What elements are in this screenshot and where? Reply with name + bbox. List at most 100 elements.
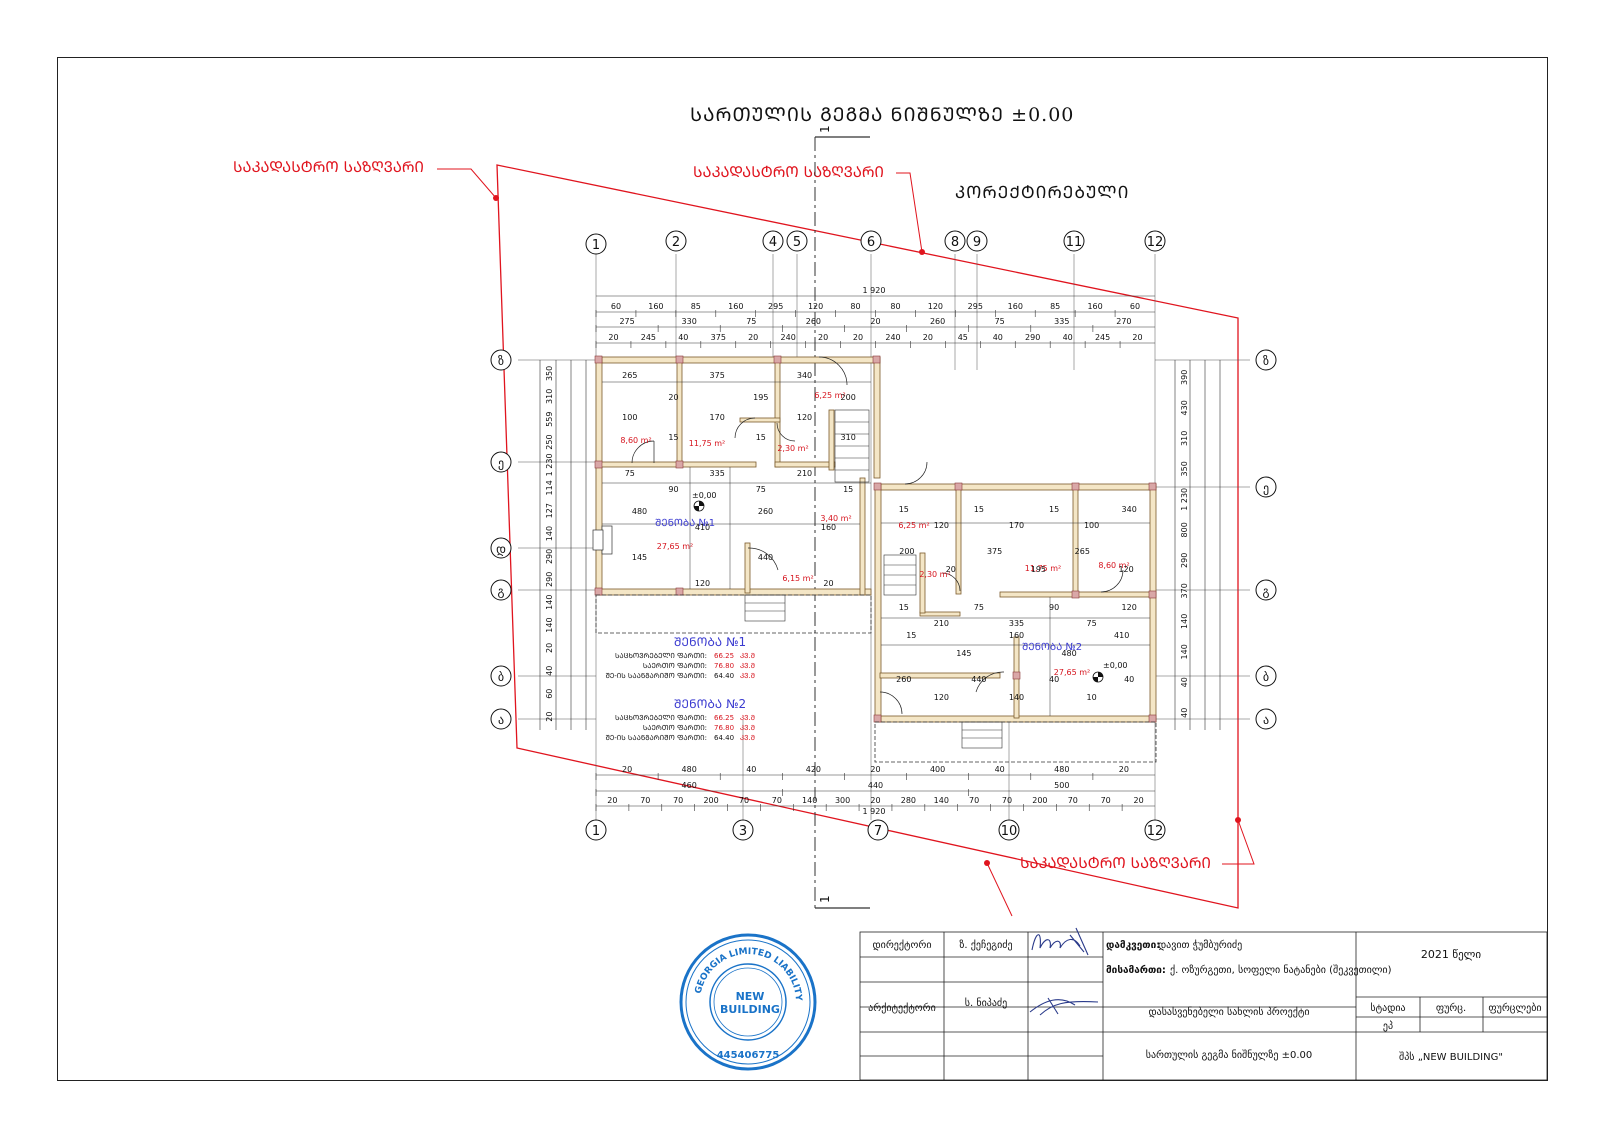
dim-overall: 1 920 [863, 807, 886, 816]
legend-value: 64.40 [714, 734, 734, 742]
fireplace [592, 529, 604, 551]
grid-label-left: ზ [498, 354, 504, 368]
dimension-value: 140 [545, 526, 554, 541]
dimension-value: 114 [545, 480, 554, 495]
dimension-value: 480 [1054, 765, 1069, 774]
dimension-value: 20 [545, 712, 554, 722]
dimension-value: 40 [1180, 708, 1189, 718]
interior-dimension: 210 [797, 469, 812, 478]
legend-label: ᲨᲔ-ᲘᲡ ᲡᲐᲐᲜᲒᲐᲠᲘᲨᲝ ᲤᲐᲠᲗᲘ: [605, 734, 707, 742]
dimension-value: 20 [923, 333, 933, 342]
dimension-value: 310 [545, 389, 554, 404]
dimension-value: 245 [1095, 333, 1110, 342]
legend-value: 76.80 [714, 662, 734, 670]
year: 2021 წელი [1421, 948, 1481, 961]
dimension-value: 40 [1063, 333, 1073, 342]
dimension-value: 120 [928, 302, 943, 311]
dimension-value: 60 [611, 302, 621, 311]
grid-label-right: გ [1263, 584, 1270, 598]
grid-label-top: 4 [769, 235, 777, 250]
drawing-subtitle: ᲙᲝᲠᲔᲥᲢᲘᲠᲔᲑᲣᲚᲘ [955, 183, 1129, 203]
interior-dimension: 120 [1122, 603, 1137, 612]
interior-dimension: 20 [946, 565, 956, 574]
interior-dimension: 120 [695, 579, 710, 588]
drawing-title: ᲡᲐᲠᲗᲣᲚᲘᲡ ᲒᲔᲒᲛᲐ ᲜᲘᲨᲜᲣᲚᲖᲔ ±0.00 [690, 104, 1074, 126]
interior-dim-lines [602, 381, 1150, 716]
dimension-value: 20 [622, 765, 632, 774]
grid-label-top: 2 [672, 235, 680, 250]
director-name: ზ. ქეჩეგიძე [959, 939, 1012, 951]
address-label: მისამართი: [1106, 964, 1166, 976]
dimension-value: 70 [1002, 796, 1012, 805]
address-value: ქ. ოზურგეთი, სოფელი ნატანები (შეკვეთილი) [1170, 964, 1392, 976]
interior-dimension: 210 [934, 619, 949, 628]
dimension-value: 240 [885, 333, 900, 342]
dimension-value: 310 [1180, 431, 1189, 446]
level-value: ±0,00 [1103, 661, 1128, 670]
title-block [859, 931, 1548, 1081]
section-mark: 1 [818, 895, 832, 903]
grid-bubbles-right [1255, 349, 1277, 730]
stage-label: სტადია [1370, 1002, 1405, 1014]
interior-dimension: 265 [1075, 547, 1090, 556]
architect-name: ს. ნიპაძე [965, 997, 1007, 1009]
dimension-value: 200 [703, 796, 718, 805]
legend-unit: ᲙᲕ.Მ [740, 652, 755, 660]
interior-dimension: 15 [906, 631, 916, 640]
interior-dimension: 410 [695, 523, 710, 532]
grid-label-bottom: 1 [592, 824, 600, 839]
dimension-value: 20 [870, 796, 880, 805]
dimension-value: 480 [682, 765, 697, 774]
interior-dimension: 100 [622, 413, 637, 422]
legend-value: 66.25 [714, 714, 734, 722]
sheet-label: ფურც. [1436, 1002, 1466, 1014]
dimension-value: 280 [901, 796, 916, 805]
interior-dimension: 100 [1084, 521, 1099, 530]
dimension-value: 275 [619, 317, 634, 326]
dimension-value: 420 [806, 765, 821, 774]
client-label: დამკვეთი: [1106, 939, 1160, 951]
interior-dims: 2652037519534020010015170151203107590335… [622, 371, 1137, 702]
legend-title: ᲨᲔᲜᲝᲑᲐ №2 [674, 697, 746, 711]
signature [1031, 927, 1089, 956]
room-area: 2,30 m² [777, 444, 808, 453]
dimension-value: 290 [1180, 553, 1189, 568]
dimension-value: 70 [673, 796, 683, 805]
drawing-frame [57, 57, 1548, 1081]
room-area: 8,60 m² [1098, 561, 1129, 570]
cadastral-boundary [437, 164, 1255, 917]
building-2-walls [874, 483, 1157, 723]
legend-label: ᲡᲐᲔᲠᲗᲝ ᲤᲐᲠᲗᲘ: [643, 724, 707, 732]
grid-label-top: 9 [973, 235, 981, 250]
cadastral-label: ᲡᲐᲙᲐᲓᲐᲡᲢᲠᲝ ᲡᲐᲖᲦᲕᲐᲠᲘ [233, 158, 424, 176]
level-marker [1092, 671, 1104, 683]
dimension-value: 20 [608, 333, 618, 342]
dimension-value: 20 [1132, 333, 1142, 342]
dimension-value: 245 [641, 333, 656, 342]
legend-value: 76.80 [714, 724, 734, 732]
dimension-value: 20 [818, 333, 828, 342]
grid-label-bottom: 3 [739, 824, 747, 839]
dimension-value: 160 [1008, 302, 1023, 311]
interior-dimension: 195 [753, 393, 768, 402]
grid-label-bottom: 7 [874, 824, 882, 839]
interior-dimension: 375 [987, 547, 1002, 556]
dimension-value: 40 [678, 333, 688, 342]
legend-label: ᲡᲐᲪᲮᲝᲕᲠᲔᲑᲔᲚᲘ ᲤᲐᲠᲗᲘ: [615, 714, 707, 722]
interior-dimension: 15 [1049, 505, 1059, 514]
dimension-value: 440 [868, 781, 883, 790]
interior-dimension: 480 [1061, 649, 1076, 658]
dimension-value: 240 [781, 333, 796, 342]
dimension-value: 300 [835, 796, 850, 805]
dimension-value: 70 [1068, 796, 1078, 805]
grid-bubbles-left [490, 349, 512, 730]
dimension-value: 375 [711, 333, 726, 342]
grid-label-left: ა [498, 713, 504, 727]
dimension-value: 350 [545, 366, 554, 381]
dimension-value: 80 [890, 302, 900, 311]
dimension-value: 295 [768, 302, 783, 311]
interior-dimension: 90 [1049, 603, 1059, 612]
